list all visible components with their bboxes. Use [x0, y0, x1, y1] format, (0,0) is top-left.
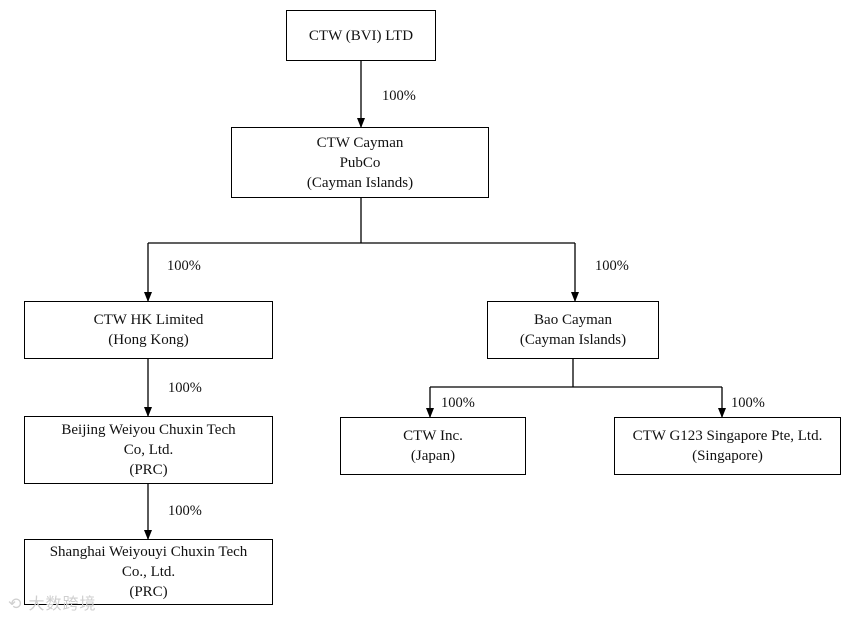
watermark-text: 大数跨境	[28, 594, 97, 613]
ownership-label-bvi-pubco: 100%	[382, 88, 416, 104]
ownership-label-pubco-bao: 100%	[595, 258, 629, 274]
entity-name: Bao Cayman	[534, 312, 612, 328]
ownership-label-bao-japan: 100%	[441, 395, 475, 411]
entity-bao-cayman: Bao Cayman (Cayman Islands)	[487, 301, 659, 359]
ownership-label-bao-singapore: 100%	[731, 395, 765, 411]
watermark: ⟲ 大数跨境	[8, 590, 97, 614]
ownership-label-hk-beijing: 100%	[168, 380, 202, 396]
entity-jurisdiction: (Japan)	[410, 448, 456, 464]
entity-jurisdiction: (Cayman Islands)	[306, 174, 414, 191]
entity-jurisdiction: (PRC)	[129, 584, 168, 600]
entity-jurisdiction: (Hong Kong)	[108, 332, 189, 348]
entity-jurisdiction: (Singapore)	[692, 448, 763, 464]
entity-name: Beijing Weiyou Chuxin Tech	[61, 422, 236, 438]
entity-name: CTW (BVI) LTD	[308, 27, 414, 44]
ownership-label-beijing-shanghai: 100%	[168, 503, 202, 519]
entity-name-line-2: Co, Ltd.	[123, 442, 174, 458]
entity-beijing-weiyou: Beijing Weiyou Chuxin Tech Co, Ltd. (PRC…	[24, 416, 273, 484]
watermark-logo-icon: ⟲	[8, 594, 23, 613]
entity-name: CTW Inc.	[403, 428, 463, 444]
entity-name-line-2: PubCo	[339, 154, 381, 171]
entity-ctw-japan: CTW Inc. (Japan)	[340, 417, 526, 475]
entity-name: Shanghai Weiyouyi Chuxin Tech	[49, 544, 248, 560]
entity-ctw-bvi: CTW (BVI) LTD	[286, 10, 436, 61]
entity-name: CTW Cayman	[316, 134, 404, 151]
entity-name: CTW HK Limited	[93, 312, 204, 328]
entity-name: CTW G123 Singapore Pte, Ltd.	[632, 428, 823, 444]
entity-ctw-singapore: CTW G123 Singapore Pte, Ltd. (Singapore)	[614, 417, 841, 475]
entity-hk-limited: CTW HK Limited (Hong Kong)	[24, 301, 273, 359]
entity-cayman-pubco: CTW Cayman PubCo (Cayman Islands)	[231, 127, 489, 198]
entity-jurisdiction: (PRC)	[129, 462, 168, 478]
entity-jurisdiction: (Cayman Islands)	[519, 332, 627, 348]
entity-shanghai-weiyouyi: Shanghai Weiyouyi Chuxin Tech Co., Ltd. …	[24, 539, 273, 605]
entity-name-line-2: Co., Ltd.	[121, 564, 176, 580]
ownership-label-pubco-hk: 100%	[167, 258, 201, 274]
